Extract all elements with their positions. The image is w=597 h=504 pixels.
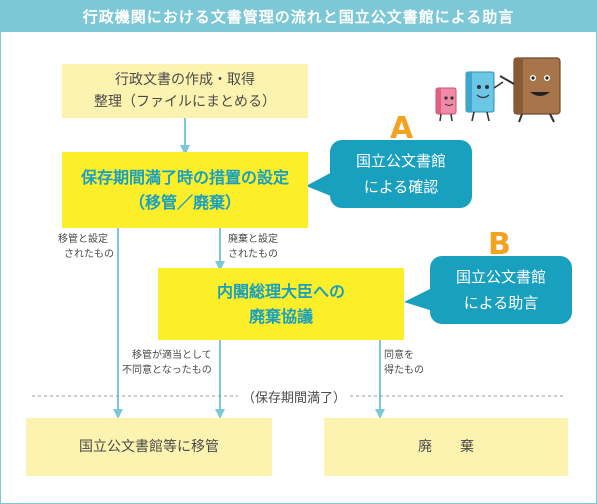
callout-a-pointer: [306, 170, 336, 198]
book-mascot-large-icon: [499, 57, 561, 123]
callout-a: 国立公文書館 による確認: [330, 140, 472, 208]
box-transfer-label: 国立公文書館等に移管: [79, 439, 219, 455]
note-agree-line2: 得たもの: [384, 365, 424, 376]
note-disposal-set-line1: 廃棄と設定: [228, 234, 278, 245]
note-agree-line1: 同意を: [384, 350, 414, 361]
callout-a-letter: A: [390, 111, 414, 146]
box-retention-setting-line1: 保存期間満了時の措置の設定: [80, 168, 289, 187]
note-disagree-line2: 不同意となったもの: [122, 365, 212, 376]
box-pm-consultation-line1: 内閣総理大臣への: [216, 282, 345, 301]
note-disagree-line1: 移管が適当として: [132, 350, 212, 361]
box-pm-consultation: 内閣総理大臣への 廃棄協議: [158, 268, 404, 340]
box-document-creation-line2: 整理（ファイルにまとめる）: [94, 94, 276, 110]
note-agree: 同意を 得たもの: [384, 348, 424, 378]
note-transfer-set: 移管と設定 されたもの: [58, 232, 114, 262]
box-disposal: 廃 棄: [324, 418, 568, 476]
box-retention-setting: 保存期間満了時の措置の設定 （移管／廃棄）: [62, 152, 308, 228]
callout-a-line1: 国立公文書館: [355, 152, 446, 170]
note-disposal-set: 廃棄と設定 されたもの: [228, 232, 278, 262]
callout-b: 国立公文書館 による助言: [430, 256, 572, 324]
title-bar: 行政機関における文書管理の流れと国立公文書館による助言: [0, 0, 597, 32]
note-transfer-set-line1: 移管と設定: [58, 234, 108, 245]
box-document-creation: 行政文書の作成・取得 整理（ファイルにまとめる）: [62, 64, 308, 118]
callout-a-line2: による確認: [363, 178, 439, 196]
box-document-creation-line1: 行政文書の作成・取得: [115, 72, 255, 88]
note-disagree: 移管が適当として 不同意となったもの: [122, 348, 212, 378]
book-mascot-small-icon: [435, 87, 457, 122]
box-transfer: 国立公文書館等に移管: [26, 418, 272, 476]
box-pm-consultation-line2: 廃棄協議: [248, 307, 313, 326]
box-retention-setting-line2: （移管／廃棄）: [128, 193, 241, 212]
callout-b-line2: による助言: [463, 294, 539, 312]
box-disposal-label: 廃 棄: [418, 439, 474, 455]
callout-b-letter: B: [488, 227, 511, 262]
note-transfer-set-line2: されたもの: [64, 249, 114, 260]
callout-b-line1: 国立公文書館: [455, 268, 546, 286]
period-end-label: （保存期間満了）: [238, 387, 351, 406]
callout-b-pointer: [404, 286, 436, 312]
diagram-title: 行政機関における文書管理の流れと国立公文書館による助言: [82, 7, 515, 26]
book-mascot-medium-icon: [465, 71, 504, 122]
note-disposal-set-line2: されたもの: [228, 249, 278, 260]
